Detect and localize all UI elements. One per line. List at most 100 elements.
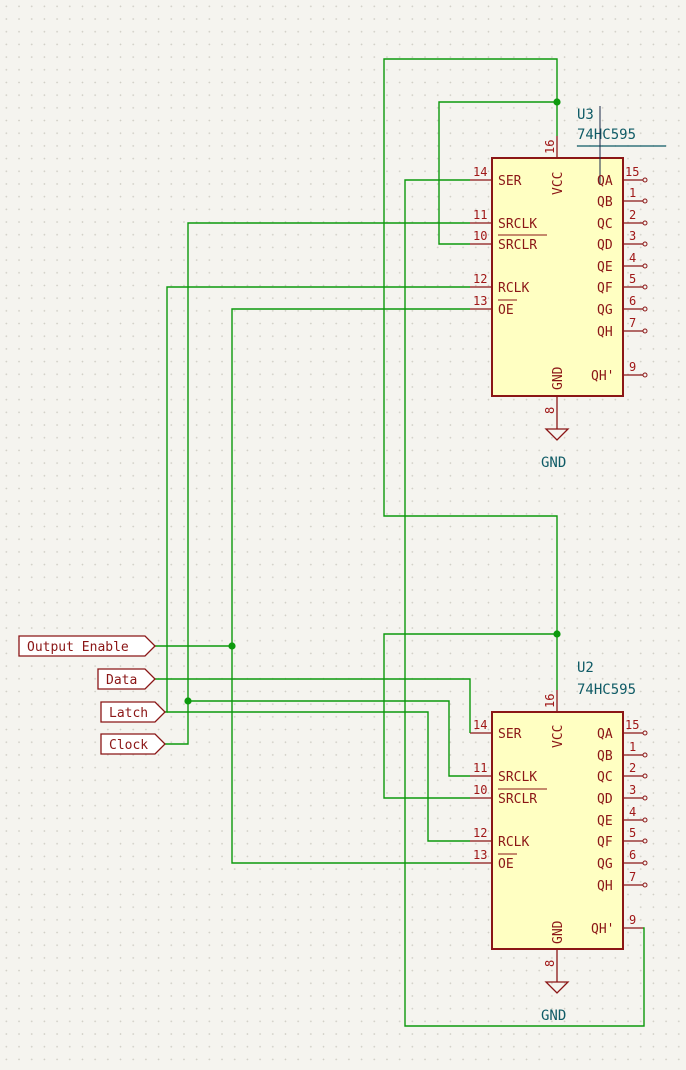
net-label-output-enable-text: Output Enable [27, 640, 129, 655]
chip-u2-ref: U2 [577, 660, 594, 676]
chip-u3-pin-qh-num: 7 [629, 316, 636, 330]
chip-u3-pin-qc-nc [642, 220, 648, 226]
chip-u3-pin-qa-num: 15 [625, 165, 639, 179]
net-label-latch[interactable]: Latch [100, 701, 166, 723]
chip-u2-pin-srclr-num: 10 [473, 783, 487, 797]
chip-u2-pin-oe-num: 13 [473, 848, 487, 862]
junction-output-enable [228, 642, 236, 650]
chip-u2-vcc-name: VCC [551, 725, 566, 748]
chip-u3-pin-qe-num: 4 [629, 251, 636, 265]
chip-u2-pin-qe-name: QE [597, 814, 613, 829]
chip-u3-pin-qf-num: 5 [629, 272, 636, 286]
net-label-clock-text: Clock [109, 738, 148, 753]
net-label-data[interactable]: Data [97, 668, 156, 690]
chip-u3-pin-qd-name: QD [597, 238, 613, 253]
chip-u3-pin-srclk-name: SRCLK [498, 217, 537, 232]
chip-u2-vcc-num: 16 [543, 694, 557, 708]
chip-u2-pin-qhp-name: QH' [591, 922, 614, 937]
chip-u3-pin-qb-num: 1 [629, 186, 636, 200]
chip-u2-ground-symbol[interactable] [544, 971, 570, 994]
wire-u2-srclr[interactable] [383, 633, 557, 799]
chip-u2-pin-rclk-name: RCLK [498, 835, 529, 850]
chip-u2-pin-qc-nc [642, 773, 648, 779]
chip-u2-pin-qhp-num: 9 [629, 913, 636, 927]
chip-u2-pin-qg-nc [642, 860, 648, 866]
chip-u3-pin-srclr-name: SRCLR [498, 238, 537, 253]
chip-u3-pin-qa-name: QA [597, 174, 613, 189]
wire-latch-u2[interactable] [167, 711, 470, 842]
wire-u3-srclr[interactable] [438, 101, 557, 245]
chip-u2-pin-qh-name: QH [597, 879, 613, 894]
chip-u3-ref: U3 [577, 107, 594, 123]
chip-u3-pin-qa-nc [642, 177, 648, 183]
chip-u3-pin-qhp-name: QH' [591, 369, 614, 384]
chip-u2-pin-qf-name: QF [597, 835, 613, 850]
chip-u3-pin-ser-num: 14 [473, 165, 487, 179]
chip-u3-gnd-num: 8 [543, 407, 557, 414]
wire-oe-bus[interactable] [231, 308, 470, 864]
wire-latch[interactable] [164, 286, 470, 713]
wire-clock[interactable] [164, 222, 470, 745]
chip-u3-pin-qc-name: QC [597, 217, 613, 232]
net-label-output-enable[interactable]: Output Enable [18, 635, 156, 657]
chip-u2-gnd-name: GND [551, 920, 566, 944]
chip-u3[interactable]: U3 74HC595 16 VCC 8 GND 14 SER 11 SRCLK … [470, 106, 666, 471]
wire-clock-u2[interactable] [188, 700, 470, 777]
chip-u2-pin-ser-name: SER [498, 727, 522, 742]
net-label-latch-text: Latch [109, 706, 148, 721]
chip-u3-vcc-name: VCC [551, 172, 566, 195]
chip-u3-pin-qg-nc [642, 306, 648, 312]
chip-u3-pin-qe-nc [642, 263, 648, 269]
chip-u2-pin-qd-num: 3 [629, 783, 636, 797]
chip-u3-pin-qg-name: QG [597, 303, 613, 318]
chip-u3-pin-qg-num: 6 [629, 294, 636, 308]
chip-u3-pin-qd-nc [642, 241, 648, 247]
chip-u2-pin-qe-nc [642, 817, 648, 823]
chip-u3-pin-qc-num: 2 [629, 208, 636, 222]
chip-u3-pin-oe-num: 13 [473, 294, 487, 308]
chip-u3-pin-qe-name: QE [597, 260, 613, 275]
junction-vcc-u2 [553, 630, 561, 638]
chip-u2-pin-qg-num: 6 [629, 848, 636, 862]
chip-u3-gnd-name: GND [551, 366, 566, 390]
chip-u2-pin-qf-nc [642, 838, 648, 844]
chip-u2-value: 74HC595 [577, 682, 636, 698]
chip-u3-pin-qf-nc [642, 284, 648, 290]
chip-u3-value: 74HC595 [577, 127, 636, 143]
wire-daisy-chain[interactable] [404, 179, 645, 1027]
chip-u3-ground-symbol[interactable] [544, 418, 570, 441]
chip-u2-ground-label: GND [541, 1008, 566, 1024]
chip-u2[interactable]: U2 74HC595 16 VCC 8 GND 14 SER 11 SRCLK … [470, 660, 648, 1024]
chip-u3-pin-qb-nc [642, 198, 648, 204]
chip-u3-pin-srclr-num: 10 [473, 229, 487, 243]
chip-u3-pin-qh-nc [642, 328, 648, 334]
chip-u2-pin-qh-nc [642, 882, 648, 888]
chip-u2-body[interactable] [491, 711, 624, 950]
net-label-clock[interactable]: Clock [100, 733, 166, 755]
chip-u2-pin-qe-num: 4 [629, 805, 636, 819]
chip-u2-pin-qd-name: QD [597, 792, 613, 807]
chip-u2-pin-qb-num: 1 [629, 740, 636, 754]
chip-u3-pin-qh-name: QH [597, 325, 613, 340]
chip-u2-pin-srclk-num: 11 [473, 761, 487, 775]
chip-u3-body[interactable] [491, 157, 624, 397]
chip-u2-pin-srclk-name: SRCLK [498, 770, 537, 785]
wire-data[interactable] [154, 678, 471, 733]
junction-clock [184, 697, 192, 705]
chip-u2-pin-qc-name: QC [597, 770, 613, 785]
chip-u3-pin-rclk-name: RCLK [498, 281, 529, 296]
chip-u3-pin-qhp-nc [642, 372, 648, 378]
chip-u2-pin-qf-num: 5 [629, 826, 636, 840]
chip-u3-pin-qb-name: QB [597, 195, 613, 210]
chip-u3-ground-label: GND [541, 455, 566, 471]
chip-u2-pin-qa-num: 15 [625, 718, 639, 732]
chip-u2-pin-qc-num: 2 [629, 761, 636, 775]
chip-u3-pin-qhp-num: 9 [629, 360, 636, 374]
chip-u2-pin-srclr-name: SRCLR [498, 792, 537, 807]
chip-u3-pin-srclk-num: 11 [473, 208, 487, 222]
chip-u2-pin-qa-nc [642, 730, 648, 736]
chip-u2-pin-qa-name: QA [597, 727, 613, 742]
chip-u3-pin-oe-name: OE [498, 303, 514, 318]
chip-u3-pin-qd-num: 3 [629, 229, 636, 243]
chip-u2-pin-qd-nc [642, 795, 648, 801]
